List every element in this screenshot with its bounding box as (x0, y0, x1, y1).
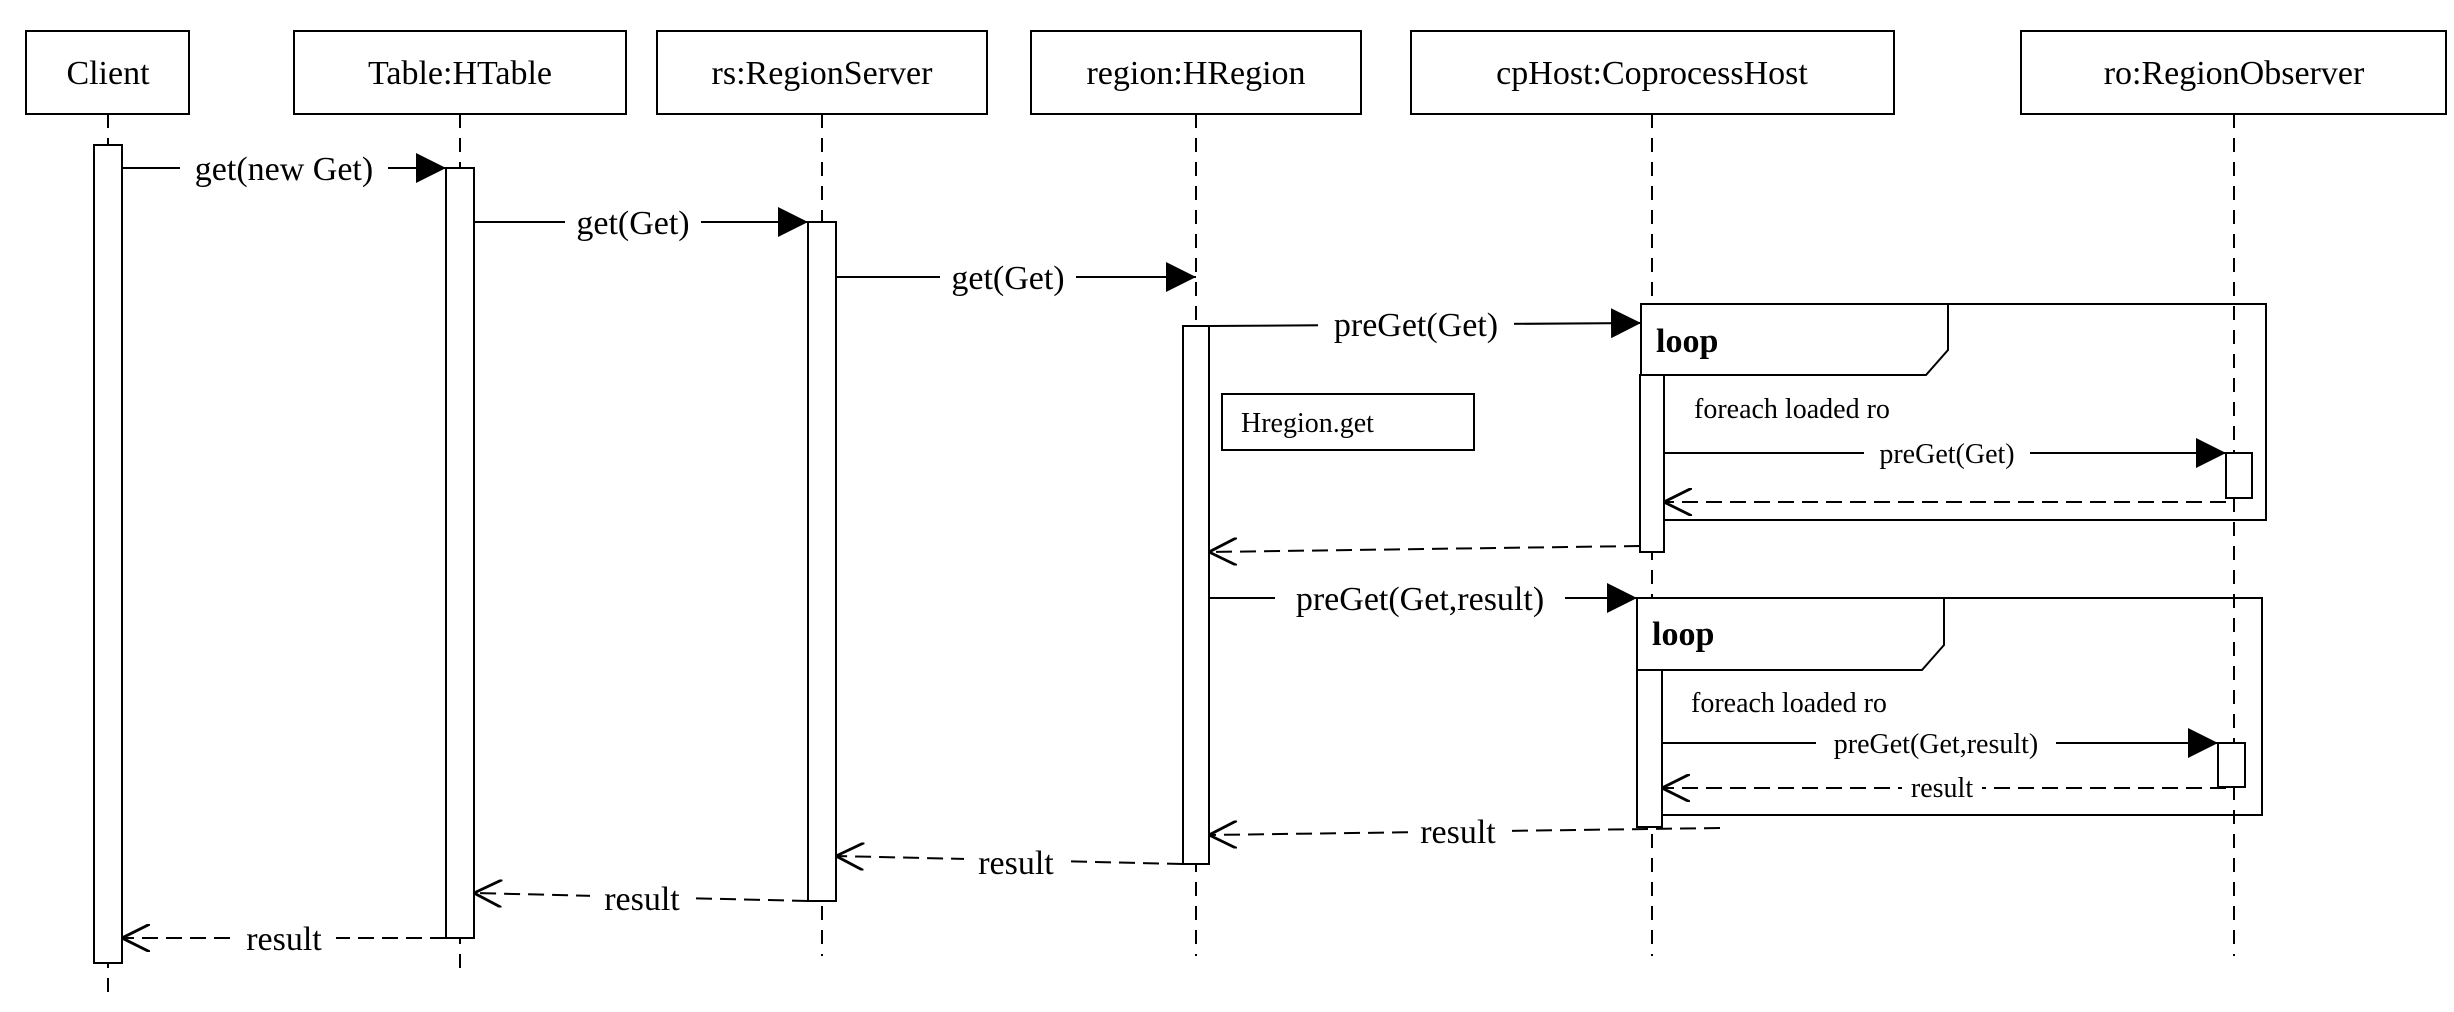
loop-frame-2: loop foreach loaded ro (1636, 597, 2263, 816)
participant-rs-label: rs:RegionServer (712, 55, 934, 92)
message-preget-get-result: preGet(Get,result) (1209, 578, 1637, 618)
message-preget-get-result-ro: preGet(Get,result) (1662, 726, 2218, 760)
participant-rs: rs:RegionServer (656, 30, 988, 115)
return-region-to-rs-label: result (978, 845, 1054, 882)
participant-region-label: region:HRegion (1086, 55, 1305, 92)
client-activation (93, 144, 123, 964)
participant-client-label: Client (66, 55, 150, 92)
cphost-activation-1 (1639, 374, 1665, 553)
message-preget-get-ro: preGet(Get) (1664, 436, 2226, 470)
message-get-get-2: get(Get) (836, 257, 1196, 297)
return-table-to-client: result (122, 918, 446, 958)
return-cphost-to-region-2: result (1209, 811, 1721, 851)
loop-2-title: loop (1652, 616, 1714, 653)
participant-region: region:HRegion (1030, 30, 1362, 115)
participant-ro-label: ro:RegionObserver (2104, 55, 2365, 92)
return-ro-to-cphost-2: result (1662, 772, 2226, 804)
message-preget-get-result-ro-label: preGet(Get,result) (1834, 729, 2038, 760)
return-cphost-to-region-2-label: result (1420, 814, 1496, 851)
loop-1-guard: foreach loaded ro (1694, 394, 1890, 425)
message-preget-get-label: preGet(Get) (1334, 307, 1498, 344)
message-get-new-get-label: get(new Get) (195, 151, 373, 188)
message-preget-get-result-label: preGet(Get,result) (1296, 581, 1544, 618)
message-get-get-2-label: get(Get) (951, 260, 1064, 297)
return-rs-to-table-label: result (604, 881, 680, 918)
hregion-get-note: Hregion.get (1221, 393, 1475, 451)
message-get-new-get: get(new Get) (122, 148, 446, 188)
message-get-get-1: get(Get) (474, 202, 808, 242)
participant-ro: ro:RegionObserver (2020, 30, 2447, 115)
return-rs-to-table: result (474, 878, 809, 918)
participant-table-label: Table:HTable (368, 55, 552, 92)
ro-activation-2 (2217, 742, 2246, 788)
loop-2-guard: foreach loaded ro (1691, 688, 1887, 719)
return-region-to-rs: result (836, 842, 1184, 882)
return-table-to-client-label: result (246, 921, 322, 958)
message-preget-get: preGet(Get) (1208, 304, 1642, 344)
ro-activation-1 (2225, 452, 2253, 499)
loop-1-title: loop (1656, 323, 1718, 360)
participant-cphost: cpHost:CoprocessHost (1410, 30, 1895, 115)
message-get-get-1-label: get(Get) (576, 205, 689, 242)
rs-activation (807, 221, 837, 902)
loop-frame-1: loop foreach loaded ro (1640, 303, 2267, 521)
message-preget-get-ro-label: preGet(Get) (1879, 439, 2014, 470)
participant-table: Table:HTable (293, 30, 627, 115)
return-cphost-to-region-1 (1209, 546, 1641, 552)
participant-cphost-label: cpHost:CoprocessHost (1496, 55, 1808, 92)
cphost-activation-2 (1636, 669, 1663, 828)
return-ro-to-cphost-2-label: result (1911, 773, 1973, 804)
hregion-get-note-label: Hregion.get (1241, 408, 1374, 439)
participant-client: Client (25, 30, 190, 115)
table-activation (445, 167, 475, 939)
region-activation (1182, 325, 1210, 865)
